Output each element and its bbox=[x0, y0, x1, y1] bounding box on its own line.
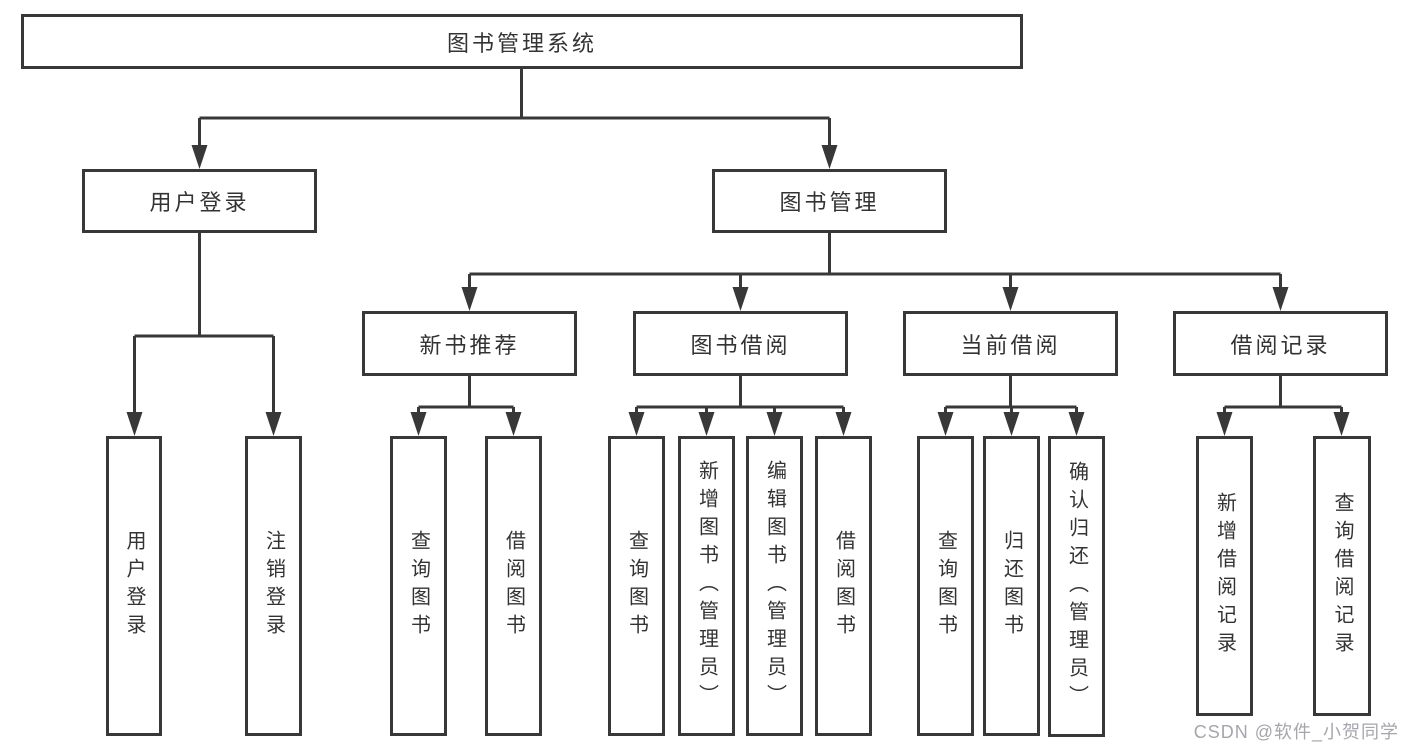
leaf-return-book: 归还图书 bbox=[983, 436, 1040, 736]
leaf-query-borrow-record: 查询借阅记录 bbox=[1313, 436, 1371, 716]
node-current-borrowing: 当前借阅 bbox=[903, 311, 1118, 376]
leaf-borrow-books-recommend: 借阅图书 bbox=[485, 436, 542, 736]
leaf-query-books-recommend: 查询图书 bbox=[390, 436, 447, 736]
watermark-text: CSDN @软件_小贺同学 bbox=[1193, 722, 1399, 742]
node-book-management: 图书管理 bbox=[712, 169, 947, 233]
leaf-add-borrow-record: 新增借阅记录 bbox=[1196, 436, 1253, 716]
leaf-edit-book-admin: 编辑图书（管理员） bbox=[746, 436, 803, 736]
node-book-borrowing: 图书借阅 bbox=[633, 311, 848, 376]
node-library-management-system: 图书管理系统 bbox=[21, 14, 1023, 69]
node-borrowing-records: 借阅记录 bbox=[1173, 311, 1388, 376]
leaf-borrow-books-borrowing: 借阅图书 bbox=[815, 436, 872, 736]
leaf-user-login: 用户登录 bbox=[106, 436, 162, 736]
leaf-logout: 注销登录 bbox=[245, 436, 302, 736]
leaf-query-books-current: 查询图书 bbox=[917, 436, 974, 736]
node-new-book-recommendation: 新书推荐 bbox=[362, 311, 577, 376]
leaf-confirm-return-admin: 确认归还（管理员） bbox=[1048, 436, 1105, 737]
node-user-login: 用户登录 bbox=[82, 169, 317, 233]
leaf-add-book-admin: 新增图书（管理员） bbox=[678, 436, 735, 736]
leaf-query-books-borrowing: 查询图书 bbox=[608, 436, 665, 736]
